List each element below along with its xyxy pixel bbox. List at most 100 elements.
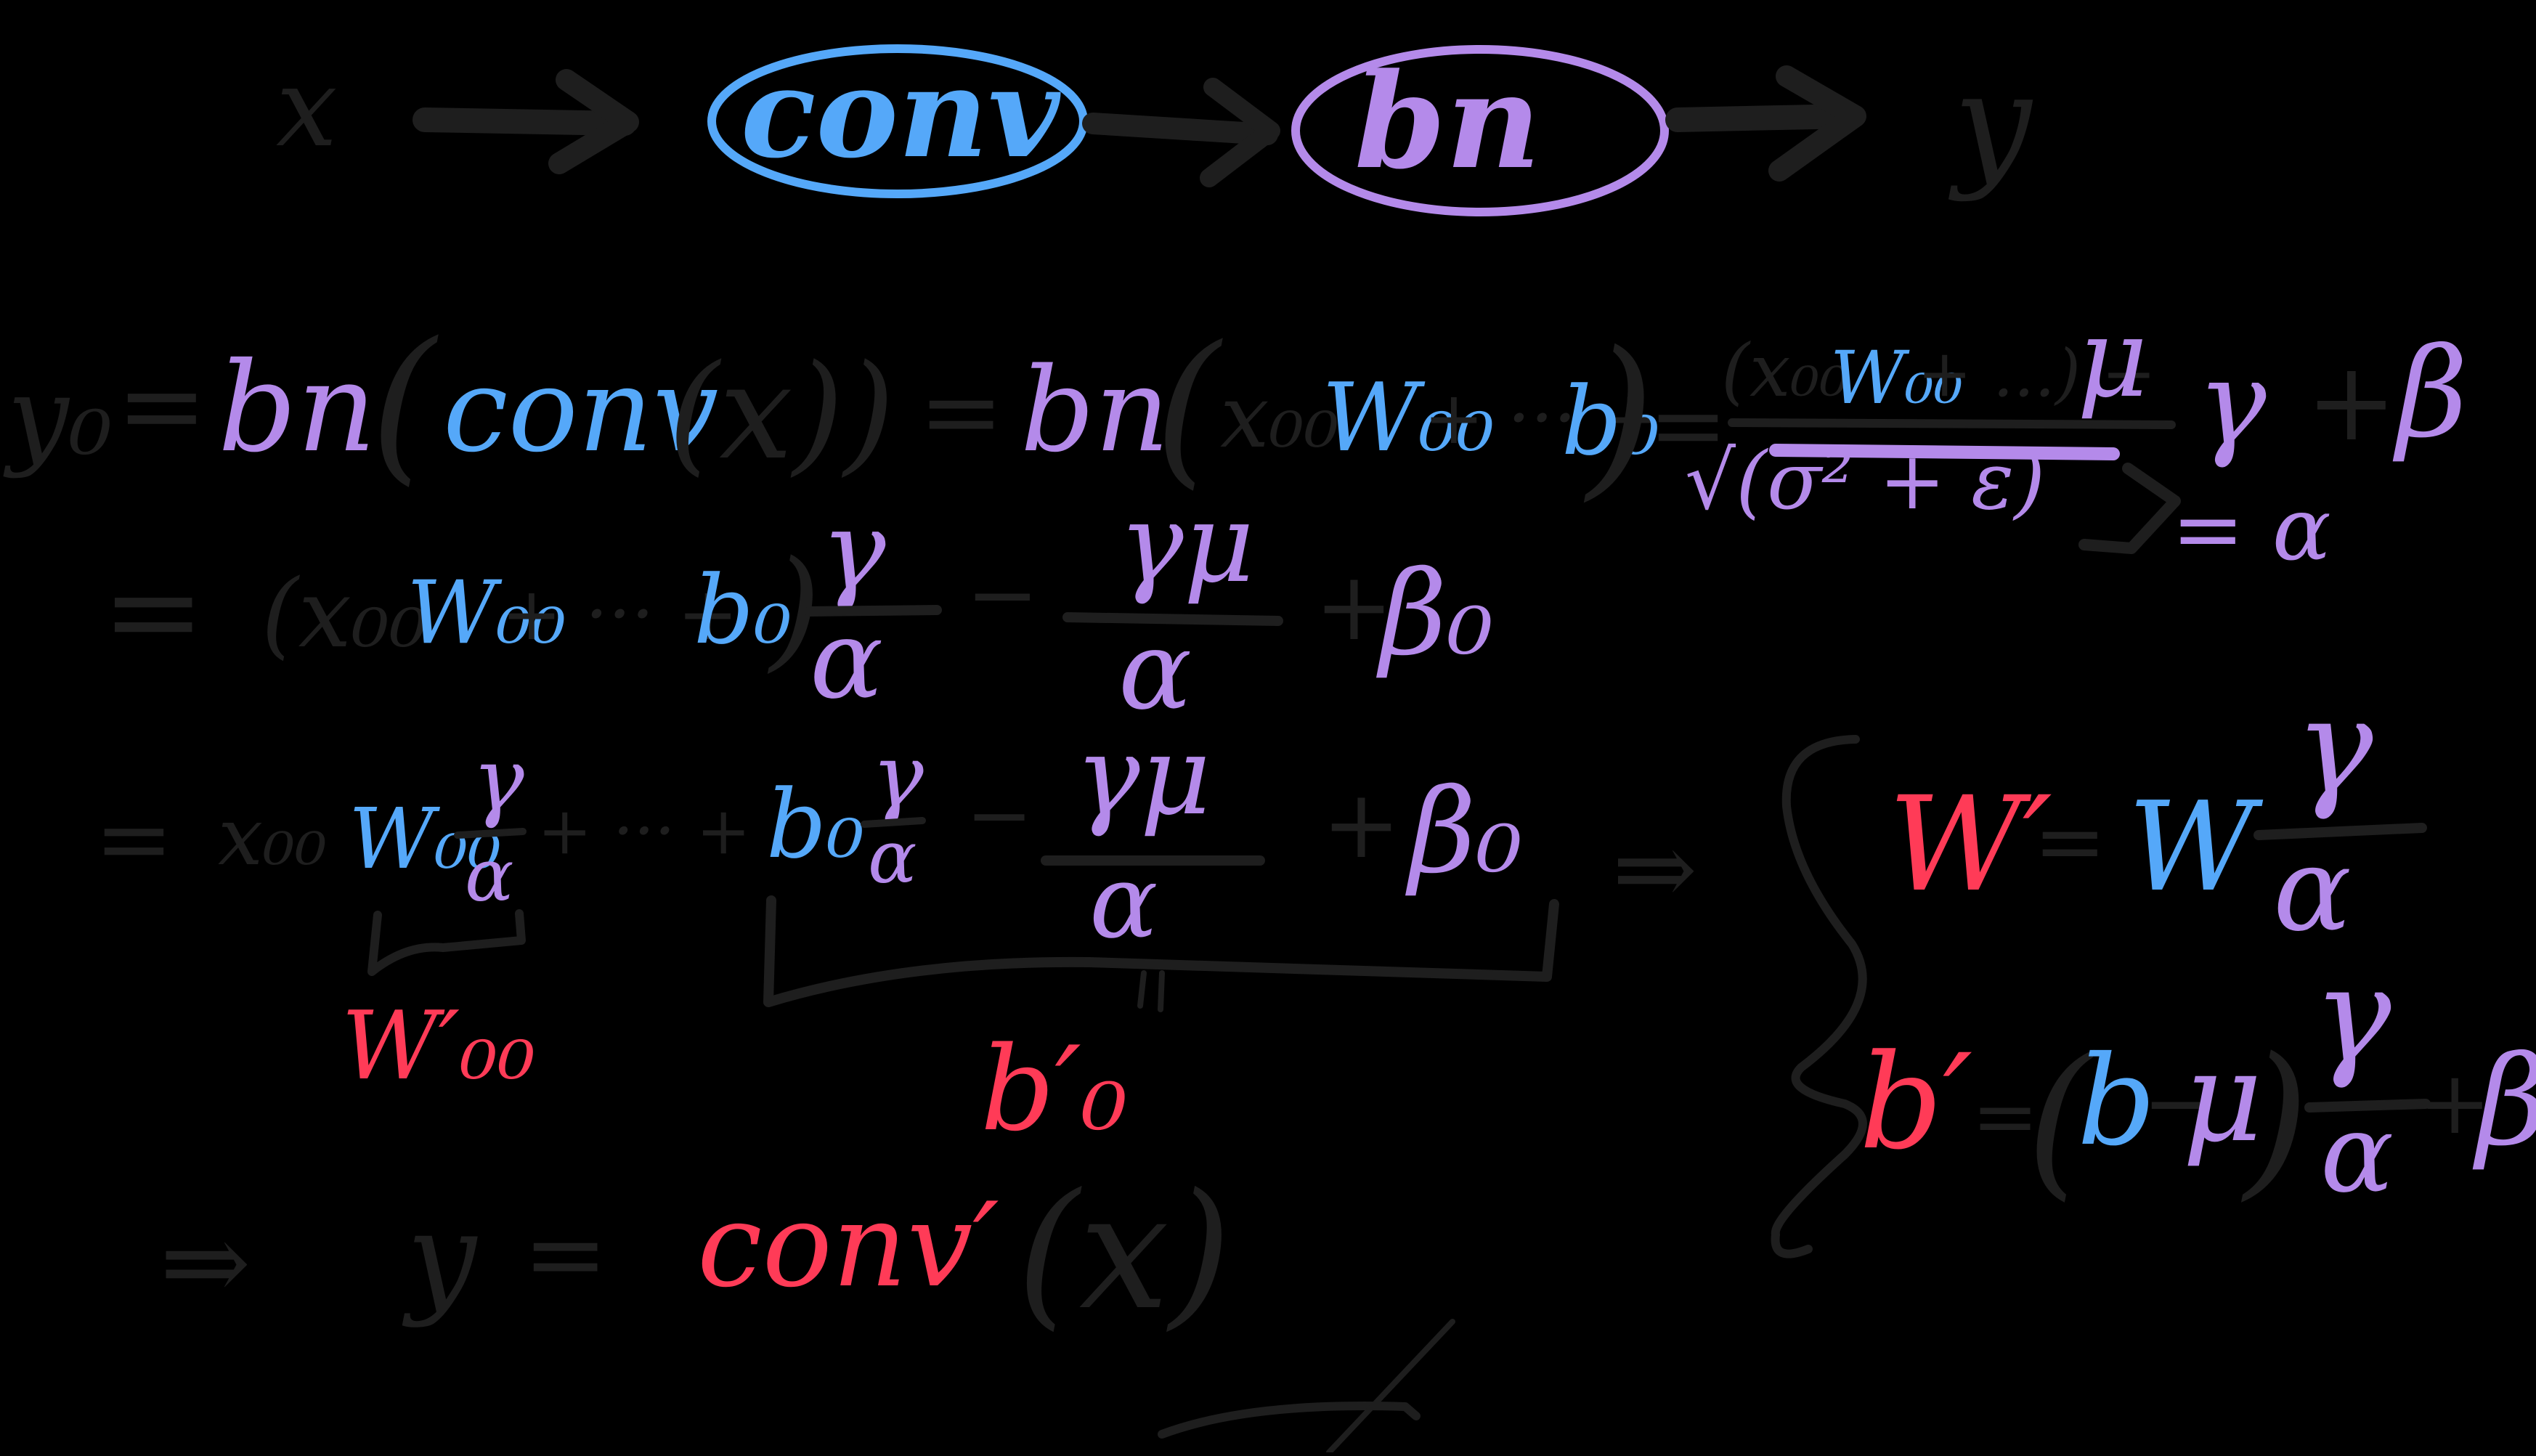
fraction-bar (1728, 418, 2176, 429)
plus-sign: + (1314, 551, 1394, 662)
gamma-numerator: γ (472, 730, 524, 831)
conv-prime-function: conv′ (697, 1177, 999, 1313)
fraction-bar (454, 828, 527, 839)
fraction-bar (1062, 612, 1283, 626)
gamma-numerator: γ (2295, 671, 2373, 823)
equation-line-2: = (x₀₀ W₀₀ + ··· + b₀ ) γ α − γμ α + β₀ (102, 481, 1494, 734)
bn-node-ellipse (1291, 45, 1669, 216)
pipeline-output-y: y (1948, 43, 2033, 203)
implies-arrow: ⇒ (1612, 810, 1697, 929)
alpha-denominator: α (1118, 608, 1192, 734)
equals-sign: = (116, 343, 208, 469)
w-prime-symbol: W′ (1888, 769, 2052, 921)
equals-sign: = (94, 784, 174, 894)
pipeline-diagram: x conv bn y (276, 41, 2033, 216)
w00-term: W₀₀ (407, 563, 566, 664)
alpha-denominator: α (2273, 821, 2352, 957)
fraction-numerator-x: (x₀₀ (1721, 328, 1849, 413)
close-paren: ) (1583, 314, 1655, 517)
bn-function: bn (1020, 342, 1169, 478)
b-prime-symbol: b′ (1859, 1027, 1972, 1179)
b-symbol: b (2077, 1030, 2156, 1174)
arrow-icon (1082, 78, 1280, 187)
open-paren: ( (2026, 1022, 2094, 1216)
x00-term: x₀₀ (218, 790, 327, 883)
equals-sign: = (919, 353, 1004, 471)
bn-function: bn (218, 336, 376, 480)
fraction-numerator-mu: μ (2077, 296, 2148, 422)
alpha-denominator: α (868, 815, 917, 900)
plus-dots: + ··· + (501, 572, 739, 656)
open-paren-x00: (x₀₀ (261, 558, 427, 669)
gamma-mu-numerator: γμ (1118, 481, 1254, 607)
equation-line-1: y₀ = bn ( conv (x)) = bn ( x₀₀ W₀₀ + ···… (3, 296, 2468, 580)
alpha-denominator: α (1089, 843, 1158, 961)
underbrace-b0 (763, 895, 1559, 1012)
minus-sign: − (966, 768, 1033, 861)
fraction-bar (2304, 1099, 2431, 1113)
sqrt-bar (1769, 444, 2120, 460)
mu-symbol: μ (2182, 1026, 2262, 1170)
implies-arrow: ⇒ (160, 1200, 251, 1326)
alpha-bracket (2078, 463, 2181, 554)
equation-line-3: = x₀₀ W₀₀ γ α + ··· + b₀ γ α − γμ α + β₀… (94, 713, 1697, 961)
equals-sign: = (2033, 792, 2107, 892)
minus-sign: − (966, 545, 1039, 646)
conclusion-line: ⇒ y = conv′ (x) (160, 1159, 1232, 1345)
equals-sign: = (1972, 1070, 2039, 1163)
plus-sign: + (2418, 1053, 2492, 1154)
plus-dots: + ··· + (1423, 375, 1661, 460)
arrow-icon (412, 69, 639, 174)
plus-sign: + (2306, 339, 2397, 465)
w00-term: W₀₀ (349, 791, 501, 888)
plus-sign: + (1322, 769, 1401, 879)
scribble-mark (1158, 1319, 1455, 1455)
plus-dots: + ··· + (537, 793, 751, 869)
equals-sign: = (102, 540, 205, 683)
alpha-definition: = α (2171, 479, 2331, 580)
open-paren: ( (370, 307, 439, 501)
fraction-bar (805, 605, 942, 617)
w00-term: W₀₀ (1322, 362, 1495, 473)
gamma-numerator: γ (821, 488, 886, 614)
gamma-numerator: γ (2313, 940, 2391, 1091)
pipeline-input-x: x (276, 45, 338, 171)
alpha-denominator: α (2320, 1091, 2394, 1217)
gamma-numerator: γ (871, 726, 924, 827)
beta0-symbol: β₀ (1376, 545, 1494, 681)
fraction-bar (861, 817, 926, 828)
conv-function: conv (443, 342, 718, 478)
bn-node-label: bn (1354, 45, 1541, 198)
conv-prime-argument: (x) (1017, 1159, 1232, 1345)
conv-node-label: conv (741, 41, 1061, 186)
close-paren: ) (2240, 1022, 2309, 1216)
fraction-numerator-rest: + ...) − (1917, 335, 2156, 412)
beta-symbol: β (2472, 1030, 2536, 1174)
equals-sign: = (523, 1195, 608, 1314)
b0-term: b₀ (766, 769, 864, 879)
conv-argument: (x)) (668, 337, 895, 489)
w-symbol: W (2128, 776, 2264, 919)
beta0-symbol: β₀ (1405, 763, 1523, 899)
left-brace (1771, 735, 1867, 1258)
alpha-denominator: α (810, 597, 883, 723)
fraction-numerator-w: W₀₀ (1830, 335, 1963, 420)
b0-term: b₀ (694, 555, 792, 665)
b0-prime-label: b′₀ (980, 1021, 1128, 1157)
w00-prime-label: W′₀₀ (341, 991, 535, 1101)
open-paren: ( (1155, 311, 1223, 505)
y-symbol: y (402, 1186, 478, 1330)
b0-term: b₀ (1561, 366, 1659, 476)
fused-parameter-system: W′ = W γ α b′ = ( b − μ ) γ α + β (1771, 671, 2536, 1258)
beta-symbol: β (2392, 322, 2468, 465)
underbrace-w00 (367, 909, 526, 976)
equals-sign: = (1649, 370, 1728, 480)
y0-symbol: y₀ (3, 354, 113, 480)
fraction-bar (2253, 823, 2427, 840)
minus-sign: − (2142, 1053, 2216, 1154)
arrow-icon (1665, 65, 1866, 182)
x00-term: x₀₀ (1220, 367, 1339, 468)
gamma-symbol: γ (2197, 335, 2267, 471)
